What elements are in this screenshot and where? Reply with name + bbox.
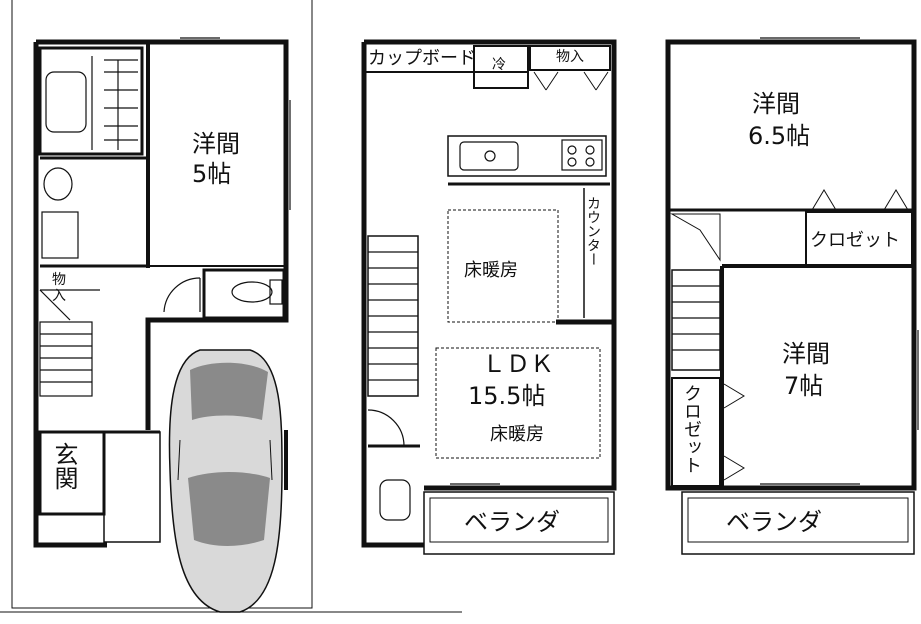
closet-b-label: クロゼット	[681, 384, 702, 474]
second-storage-label: 物入	[556, 49, 584, 65]
floor-heating-upper: 床暖房	[464, 260, 518, 281]
bedroom-a-size: 6.5帖	[748, 122, 811, 150]
bedroom-a-label: 洋間	[752, 90, 800, 118]
first-bedroom-size: 5帖	[192, 160, 232, 188]
counter-label: カウンター	[585, 196, 601, 266]
cupboard-label: カップボード	[368, 48, 476, 69]
floor-heating-lower: 床暖房	[490, 424, 544, 445]
fridge-label: 冷	[492, 57, 506, 73]
bedroom-b-label: 洋間	[782, 340, 830, 368]
bedroom-b-size: 7帖	[784, 372, 824, 400]
first-floor	[0, 0, 462, 613]
entrance-label: 玄関	[50, 442, 78, 490]
ldk-label: ＬＤＫ	[482, 350, 554, 378]
first-storage-label: 物入	[52, 272, 66, 304]
third-veranda-label: ベランダ	[726, 508, 822, 536]
second-veranda-label: ベランダ	[464, 508, 560, 536]
third-floor	[665, 37, 919, 555]
closet-a-label: クロゼット	[810, 230, 900, 251]
second-floor	[361, 39, 617, 555]
ldk-size: 15.5帖	[468, 382, 546, 410]
first-bedroom-label: 洋間	[192, 130, 240, 158]
